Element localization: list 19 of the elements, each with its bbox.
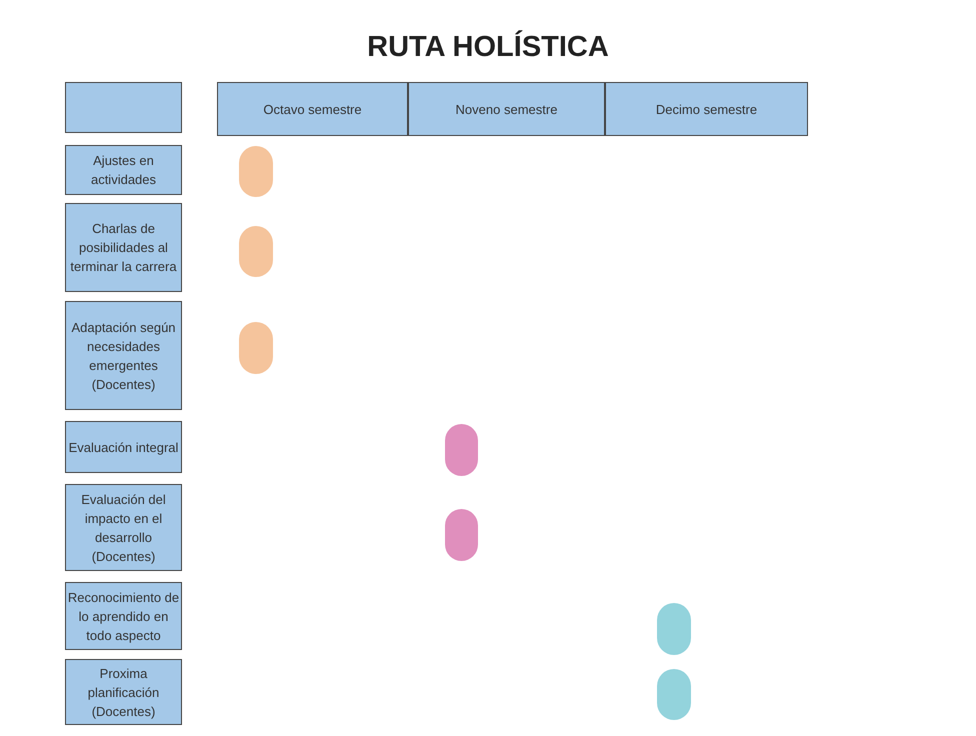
- capsule-marker: [445, 424, 478, 476]
- activity-box: Ajustes en actividades: [65, 145, 182, 195]
- semester-header: Octavo semestre: [217, 82, 408, 136]
- capsule-marker: [239, 322, 273, 374]
- empty-header-box: [65, 82, 182, 133]
- capsule-marker: [445, 509, 478, 561]
- activity-box: Reconocimiento de lo aprendido en todo aspecto: [65, 582, 182, 650]
- activity-box: Evaluación integral: [65, 421, 182, 473]
- capsule-marker: [657, 603, 691, 655]
- capsule-marker: [239, 226, 273, 277]
- title: RUTA HOLÍSTICA: [366, 29, 610, 65]
- activity-box: Evaluación del impacto en el desarrollo (Docentes): [65, 484, 182, 571]
- activity-box: Proxima planificación (Docentes): [65, 659, 182, 725]
- activity-box: Adaptación según necesidades emergentes (Docentes): [65, 301, 182, 410]
- semester-header: Decimo semestre: [605, 82, 808, 136]
- capsule-marker: [239, 146, 273, 197]
- activity-box: Charlas de posibilidades al terminar la carrera: [65, 203, 182, 292]
- semester-header: Noveno semestre: [408, 82, 605, 136]
- capsule-marker: [657, 669, 691, 720]
